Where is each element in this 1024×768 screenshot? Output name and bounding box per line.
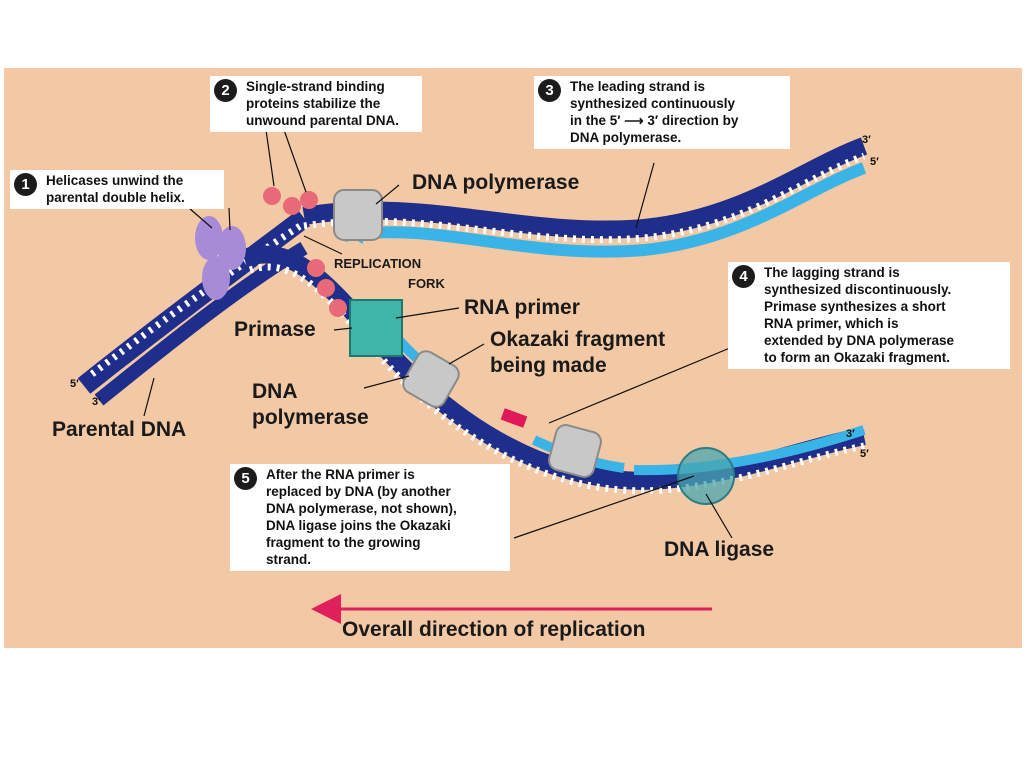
- leader-line-ligase: [705, 493, 733, 539]
- callout-text: RNA primer, which is: [764, 316, 899, 331]
- step-number: 2: [214, 79, 237, 102]
- step-number: 1: [14, 173, 37, 196]
- label-overall-direction: Overall direction of replication: [342, 618, 646, 641]
- strand-end-bottom-3: 3′: [846, 428, 855, 440]
- callout-leading-strand: 3 The leading strand is synthesized cont…: [534, 76, 790, 149]
- callout-text: fragment to the growing: [266, 535, 421, 550]
- label-being-made: being made: [490, 354, 607, 377]
- callout-text: replaced by DNA (by another: [266, 484, 451, 499]
- leader-line-dna-pol: [375, 184, 400, 205]
- leading-template-strand: [302, 137, 868, 239]
- label-dna-ligase: DNA ligase: [664, 538, 775, 561]
- leader-line-dna-pol-lag: [363, 375, 410, 389]
- callout-text: proteins stabilize the: [246, 96, 381, 111]
- strand-end-left-3: 3′: [92, 396, 101, 408]
- leader-line-rna-primer: [395, 307, 460, 319]
- label-polymerase: polymerase: [252, 406, 369, 429]
- primase-shape: [349, 299, 403, 357]
- step-number: 3: [538, 79, 561, 102]
- callout-ssb: 2 Single-strand binding proteins stabili…: [210, 76, 422, 132]
- leader-line-okazaki: [448, 343, 485, 365]
- callout-text: Helicases unwind the: [46, 173, 184, 188]
- callout-text: parental double helix.: [46, 190, 185, 205]
- label-replication: REPLICATION: [334, 256, 422, 271]
- label-dna-polymerase-lagging: DNA: [252, 380, 298, 403]
- label-primase: Primase: [234, 318, 316, 341]
- helicase-shape-3: [202, 256, 230, 300]
- parental-dna-rungs: [89, 223, 302, 377]
- label-rna-primer: RNA primer: [464, 296, 580, 319]
- callout-text: The leading strand is: [570, 79, 706, 94]
- lagging-fragment-3: [633, 425, 866, 476]
- ssb-protein-5: [317, 279, 335, 297]
- callout-text: to form an Okazaki fragment.: [764, 350, 951, 365]
- callout-text: The lagging strand is: [764, 265, 900, 280]
- strand-end-top-3: 3′: [862, 134, 871, 146]
- callout-text: Single-strand binding: [246, 79, 385, 94]
- callout-text: unwound parental DNA.: [246, 113, 399, 128]
- callout-text: synthesized continuously: [570, 96, 736, 111]
- helicase-shape-2: [218, 226, 246, 270]
- leader-line-ssb: [265, 129, 275, 187]
- ssb-protein-6: [329, 299, 347, 317]
- callout-text: DNA polymerase, not shown),: [266, 501, 457, 516]
- leader-line-helicase: [188, 207, 213, 229]
- strand-end-top-5: 5′: [870, 156, 879, 168]
- callout-text: synthesized discontinuously.: [764, 282, 952, 297]
- leader-line-ssb-2: [283, 129, 307, 193]
- callout-ligase-step: 5 After the RNA primer is replaced by DN…: [230, 464, 510, 571]
- callout-text: in the 5′ ⟶ 3′ direction by: [570, 113, 739, 128]
- callout-text: Primase synthesizes a short: [764, 299, 946, 314]
- label-dna-polymerase-leading: DNA polymerase: [412, 171, 580, 194]
- strand-end-bottom-5: 5′: [860, 448, 869, 460]
- dna-polymerase-lagging: [402, 350, 460, 408]
- callout-text: extended by DNA polymerase: [764, 333, 955, 348]
- replication-fork-figure: 1 Helicases unwind the parental double h…: [4, 68, 1022, 648]
- leader-line-lagging: [548, 337, 755, 424]
- ssb-protein-4: [307, 259, 325, 277]
- ssb-protein-2: [283, 197, 301, 215]
- dna-polymerase-lagging-2: [548, 424, 602, 478]
- step-number: 5: [234, 467, 257, 490]
- label-parental-dna: Parental DNA: [52, 418, 187, 441]
- ssb-protein: [263, 187, 281, 205]
- leader-line-step5: [513, 475, 695, 539]
- label-fork: FORK: [408, 276, 445, 291]
- leader-line-parental: [143, 377, 155, 417]
- leading-new-strand: [342, 162, 867, 258]
- strand-end-left-5: 5′: [70, 378, 79, 390]
- callout-text: strand.: [266, 552, 312, 567]
- lagging-template-rungs: [248, 263, 865, 495]
- helicase-shape: [195, 216, 223, 260]
- leading-template-rungs: [303, 152, 866, 244]
- callout-text: DNA polymerase.: [570, 130, 682, 145]
- leader-line-helicase-2: [228, 207, 231, 231]
- dna-polymerase-leading: [333, 189, 383, 241]
- step-number: 4: [732, 265, 755, 288]
- leader-line-primase: [333, 327, 353, 331]
- callout-text: DNA ligase joins the Okazaki: [266, 518, 451, 533]
- callout-helicase: 1 Helicases unwind the parental double h…: [10, 170, 224, 209]
- ssb-protein-3: [300, 191, 318, 209]
- rna-primer-mark-2: [500, 408, 528, 428]
- label-okazaki-fragment: Okazaki fragment: [490, 328, 666, 351]
- callout-text: After the RNA primer is: [266, 467, 415, 482]
- callout-lagging-strand: 4 The lagging strand is synthesized disc…: [728, 262, 1010, 369]
- dna-ligase-shape: [677, 447, 735, 505]
- leader-line-leading: [635, 162, 655, 229]
- leader-line-fork: [303, 235, 343, 255]
- replication-diagram: [77, 129, 868, 624]
- parental-dna-strand: [77, 210, 311, 394]
